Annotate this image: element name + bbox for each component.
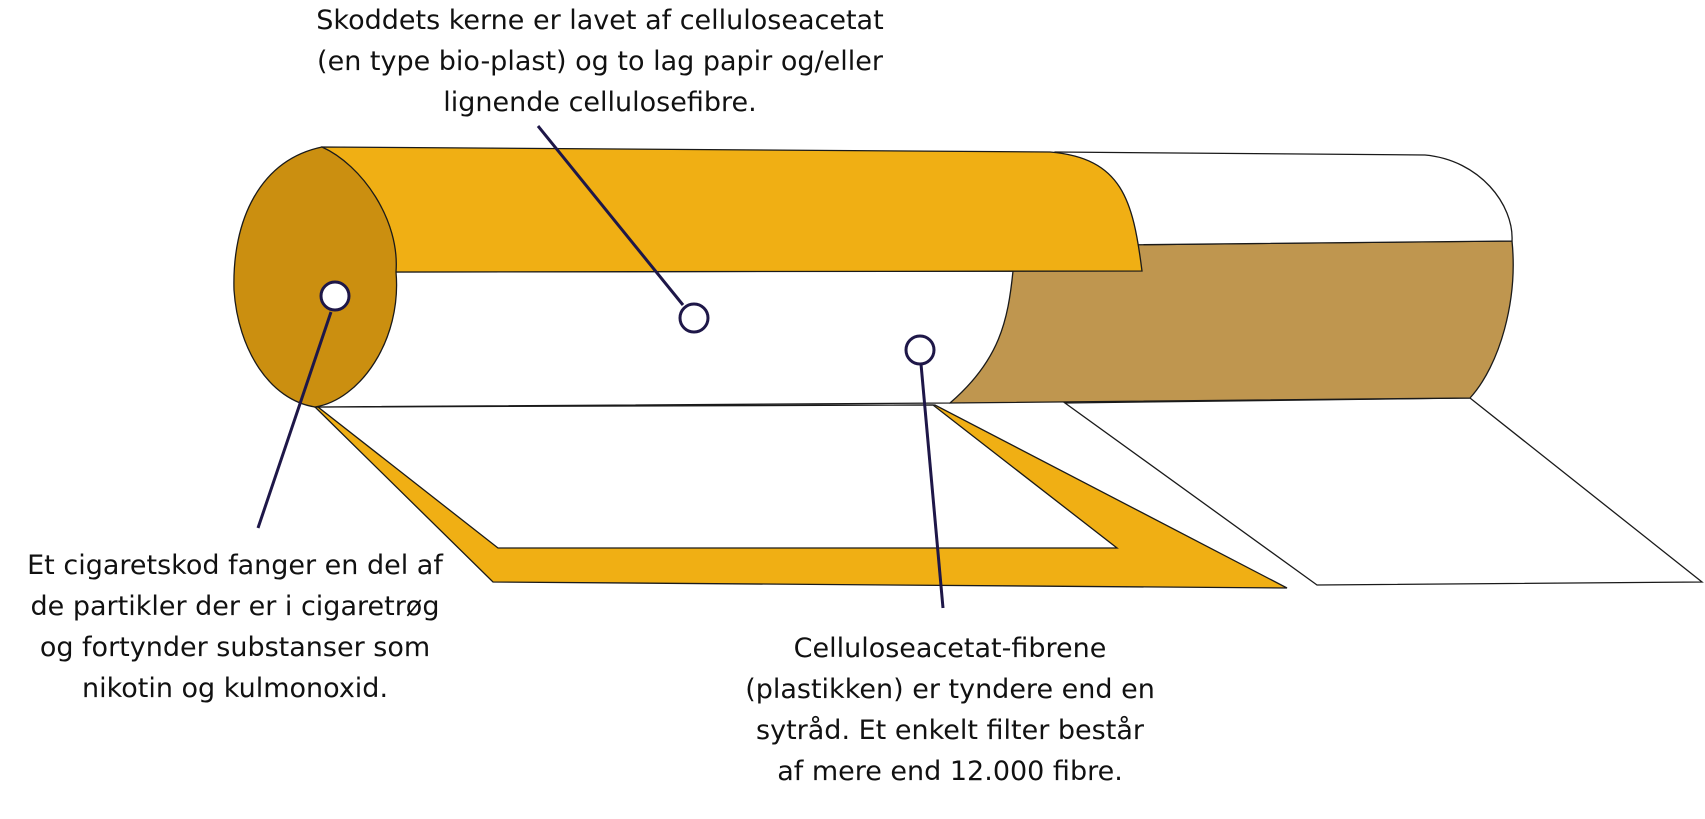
caption-line: lignende cellulosefibre.: [443, 87, 757, 118]
caption-fibres: Celluloseacetat-fibrene (plastikken) er …: [690, 628, 1210, 792]
caption-line: Et cigaretskod fanger en del af: [27, 550, 443, 581]
caption-core-material: Skoddets kerne er lavet af celluloseacet…: [250, 0, 950, 123]
caption-particles: Et cigaretskod fanger en del af de parti…: [0, 545, 470, 709]
pointer-line-particles: [256, 311, 333, 529]
marker-particles: [319, 280, 351, 312]
caption-line: nikotin og kulmonoxid.: [81, 673, 389, 704]
caption-line: og fortynder substanser som: [39, 632, 431, 663]
caption-line: (en type bio-plast) og to lag papir og/e…: [317, 46, 883, 77]
pointer-line-core: [536, 125, 685, 306]
caption-line: Skoddets kerne er lavet af celluloseacet…: [316, 5, 884, 36]
pointer-line-fibres: [919, 363, 945, 609]
caption-line: Celluloseacetat-fibrene: [793, 633, 1107, 664]
caption-line: (plastikken) er tyndere end en: [745, 674, 1155, 705]
caption-line: sytråd. Et enkelt filter består: [756, 715, 1144, 746]
caption-line: af mere end 12.000 fibre.: [777, 756, 1123, 787]
filter-core: [313, 270, 1014, 408]
tipping-paper: [949, 240, 1514, 404]
caption-line: de partikler der er i cigaretrøg: [30, 591, 440, 622]
marker-fibres: [904, 334, 936, 366]
marker-core: [678, 302, 710, 334]
unrolled-inner-sheet: [316, 404, 1119, 549]
wrapping-paper: [320, 146, 1143, 273]
filter-end-face: [233, 146, 398, 408]
